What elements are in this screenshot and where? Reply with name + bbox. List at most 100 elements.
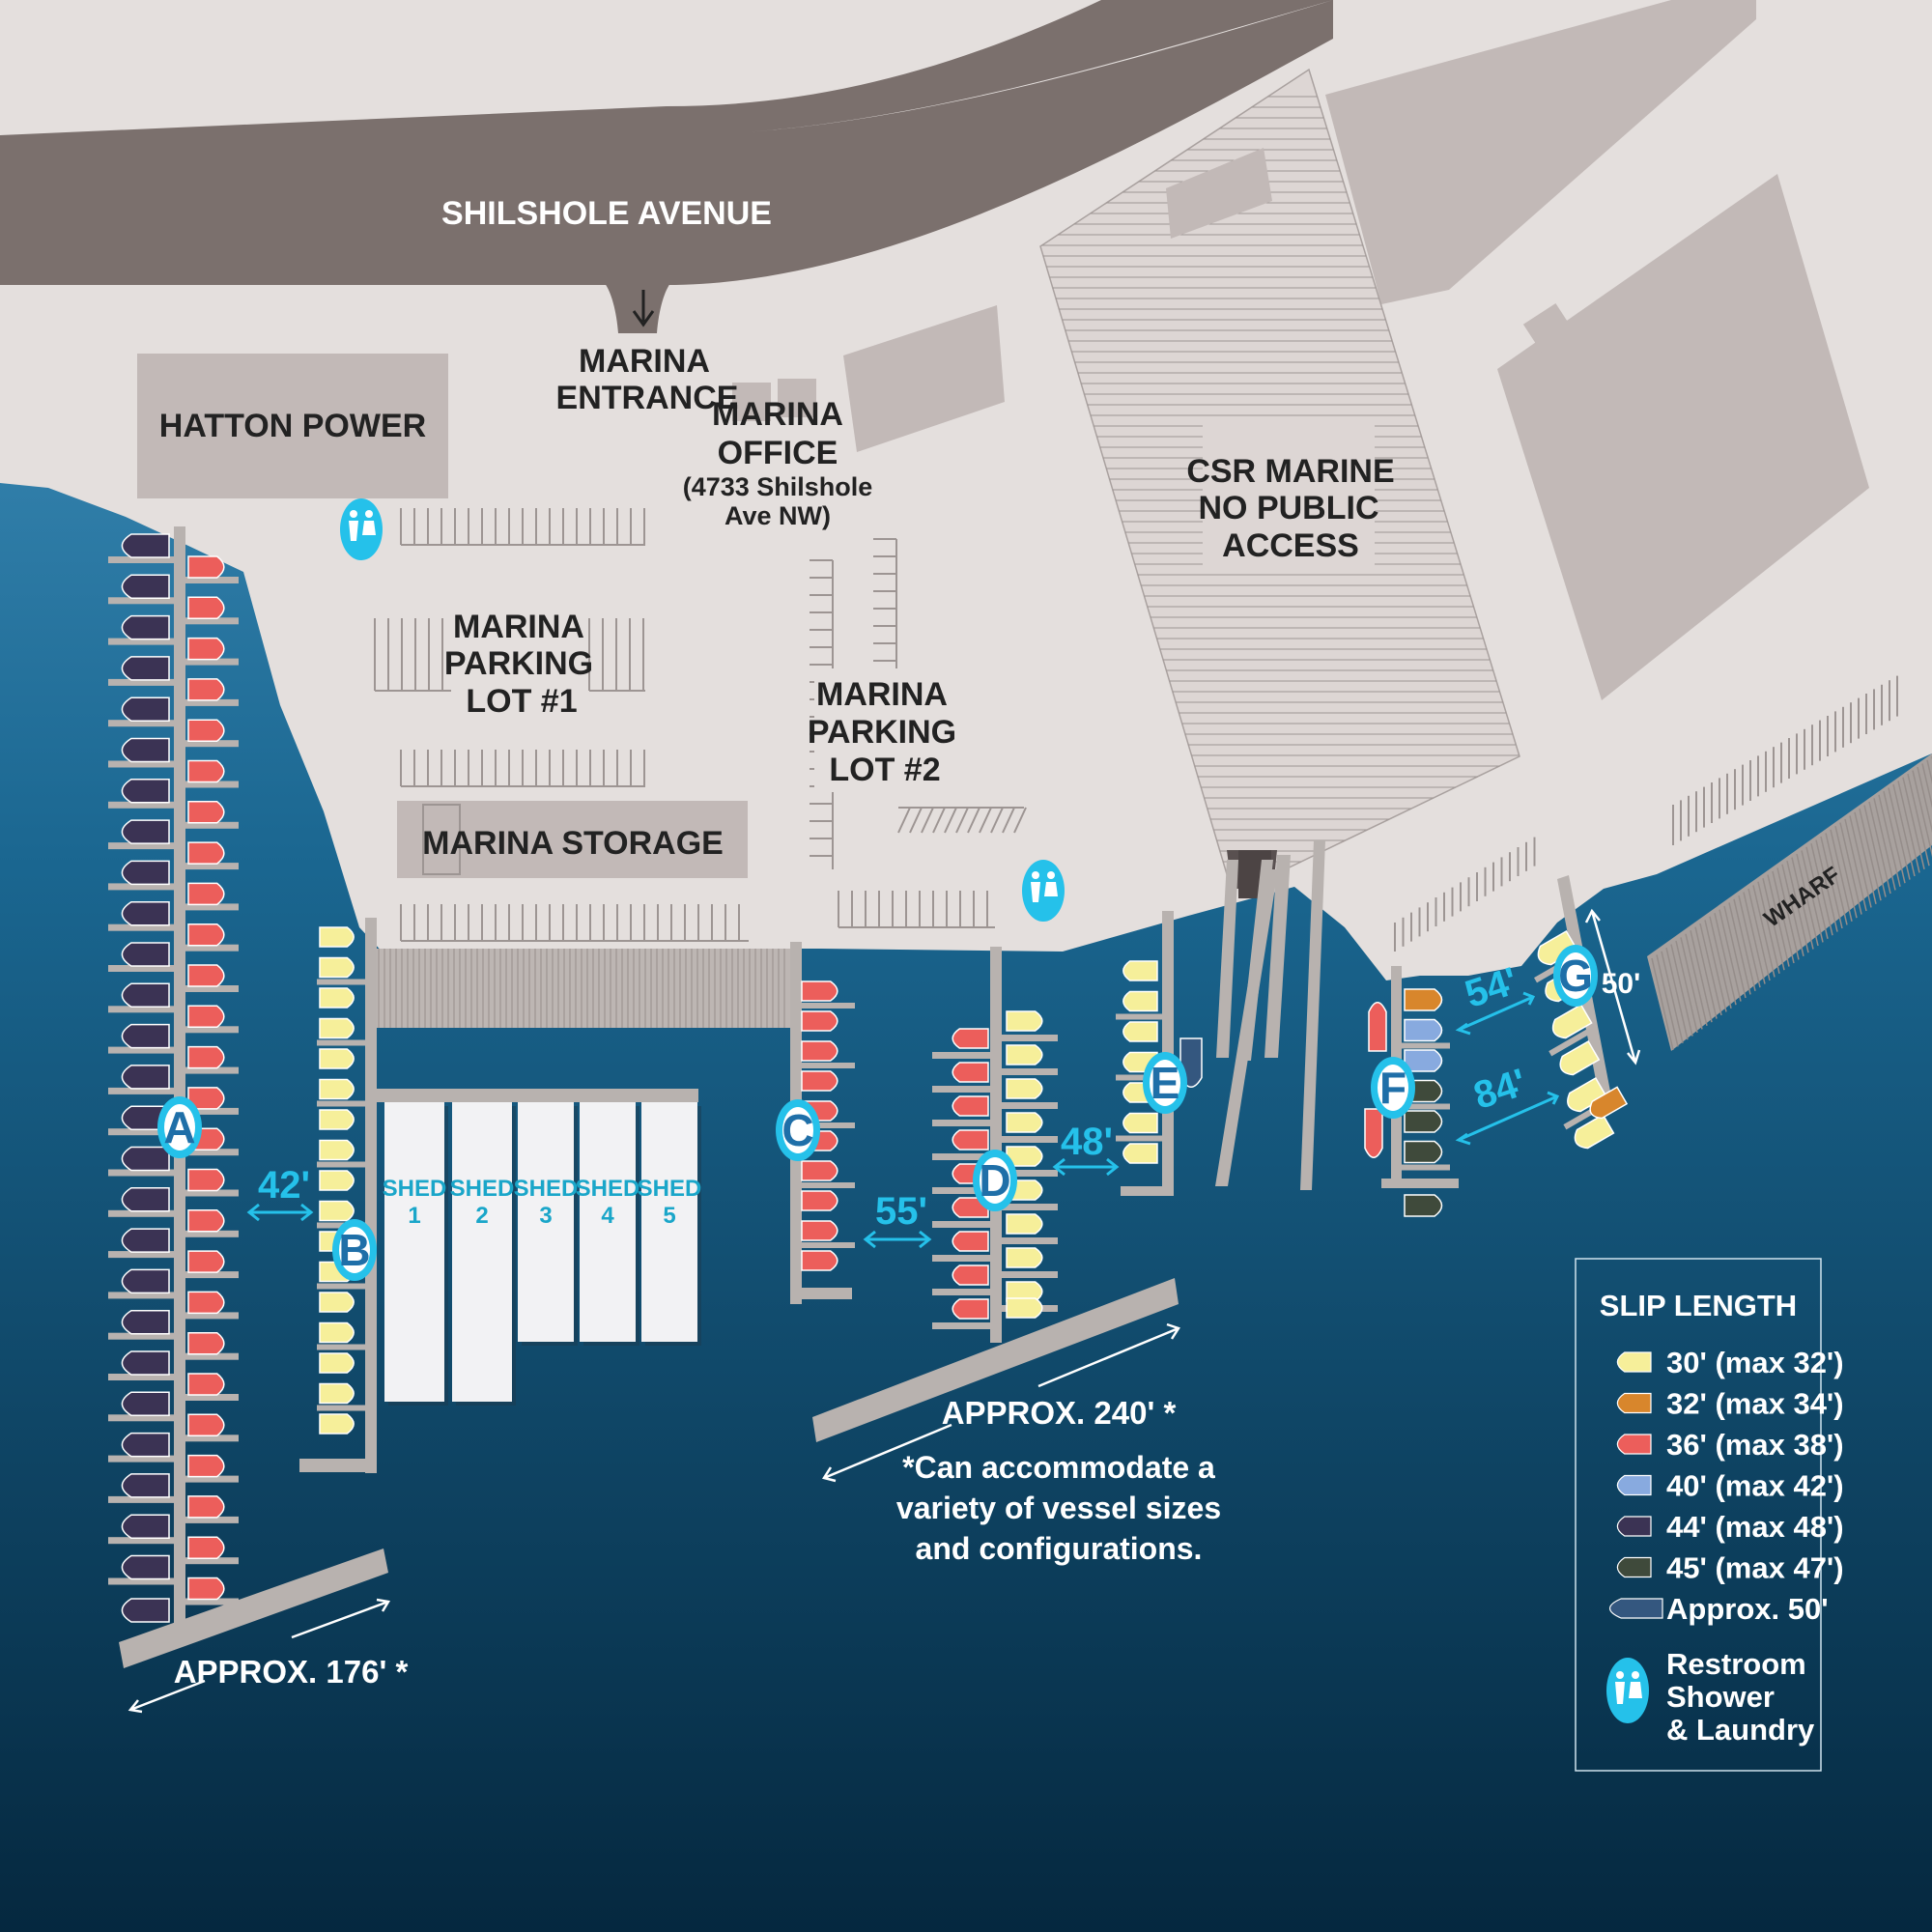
parking-2-label-box	[814, 668, 950, 792]
legend-swatch-0	[1616, 1351, 1652, 1373]
dock-e-foot	[1121, 1186, 1174, 1196]
dock-e-badge-inner	[1150, 1060, 1180, 1106]
office-label-3: (4733 Shilshole	[683, 472, 873, 501]
dock-g-badge-inner	[1560, 952, 1591, 999]
restroom-legend-icon	[1606, 1658, 1649, 1723]
slip-36-boat	[801, 1220, 838, 1241]
slip-36-boat	[801, 1190, 838, 1211]
dock-a-finger-east	[185, 1435, 239, 1442]
dock-c-letter: C	[781, 1105, 813, 1155]
dock-b-letter: B	[338, 1225, 370, 1275]
slip-36-boat	[187, 1577, 225, 1601]
g-length-label: 50'	[1602, 968, 1641, 1000]
dock-d-finger-west	[932, 1289, 990, 1295]
parking-2-label-3: LOT #2	[829, 752, 940, 788]
slip-36-boat	[187, 1209, 225, 1233]
slip-30-boat	[1006, 1078, 1043, 1099]
legend-swatch-1	[1616, 1392, 1652, 1414]
wharf-plank	[1907, 774, 1930, 867]
entrance-arrow-icon	[632, 290, 655, 327]
dock-a-finger-east	[185, 1149, 239, 1156]
dock-g-finger	[1548, 1027, 1594, 1057]
slip-44-boat	[121, 574, 170, 600]
dock-d-finger-west	[932, 1153, 990, 1160]
dock-a-finger-west	[108, 883, 174, 891]
restroom-icon-dock[interactable]	[1022, 860, 1065, 922]
slip-36-boat	[187, 1536, 225, 1559]
wharf-plank	[1897, 781, 1920, 873]
csr-marine-building	[1166, 148, 1272, 239]
slip-30-boat	[319, 1170, 355, 1191]
slip-44-boat	[121, 696, 170, 722]
wharf-plank	[1661, 951, 1684, 1043]
slip-44-boat	[121, 1309, 170, 1335]
slip-36-boat	[187, 1454, 225, 1478]
restroom-icon-parking[interactable]	[340, 498, 383, 560]
building-northeast	[1325, 0, 1756, 304]
slip-44-boat	[121, 819, 170, 844]
distance-arrows	[246, 991, 1560, 1249]
slip-44-boat	[121, 1350, 170, 1376]
slip-30-boat	[1006, 1297, 1043, 1319]
wharf-plank	[1675, 940, 1698, 1034]
distance-d-e: 48'	[1061, 1121, 1113, 1163]
dock-a-finger-west	[108, 923, 174, 931]
shilshole-avenue-road	[0, 0, 1333, 285]
parking-stall-angled	[1002, 807, 1015, 834]
wharf-plank	[1815, 839, 1838, 932]
slip-30-boat	[319, 956, 355, 979]
slip-30-boat	[319, 1078, 355, 1100]
wharf-plank	[1844, 818, 1867, 912]
slip-30-boat	[1567, 1076, 1607, 1113]
csr-label-1: CSR MARINE	[1186, 453, 1394, 490]
distance-a-b: 42'	[258, 1164, 310, 1207]
building-east-of-office	[843, 305, 1005, 452]
dock-a-finger-west	[108, 1292, 174, 1299]
approx-arrows	[128, 1322, 1180, 1714]
slip-44-boat	[121, 737, 170, 763]
slip-36-boat	[187, 759, 225, 783]
legend-label-3: 40' (max 42')	[1666, 1469, 1844, 1503]
restroom-legend-1: Restroom	[1666, 1647, 1806, 1681]
dock-d-finger-west	[932, 1120, 990, 1126]
slip-36-boat	[187, 1168, 225, 1192]
storage-bay	[422, 804, 461, 875]
slip-36-boat	[187, 1045, 225, 1069]
slip-36-boat	[801, 1040, 838, 1062]
wharf-plank	[1685, 933, 1708, 1026]
slip-30-boat	[1006, 1213, 1043, 1235]
slip-30-boat	[1006, 1146, 1043, 1167]
slip-boat	[1404, 1110, 1443, 1133]
wharf-plank	[1878, 794, 1901, 887]
slip-30-boat	[319, 1017, 355, 1039]
slip-44-boat	[121, 1023, 170, 1049]
slip-44-boat	[121, 1473, 170, 1498]
road-label: SHILSHOLE AVENUE	[441, 195, 772, 232]
boats-layer	[121, 533, 1629, 1623]
dock-a-finger-east	[185, 658, 239, 666]
pier-long-2	[1215, 869, 1278, 1186]
dock-a-finger-west	[108, 1374, 174, 1380]
dock-d-finger-east	[1002, 1136, 1058, 1143]
csr-label-box	[1203, 425, 1375, 568]
legend-swatch-5	[1616, 1556, 1652, 1578]
distance-c-d: 55'	[875, 1190, 927, 1233]
shed-3	[518, 1102, 574, 1342]
building-east	[1497, 174, 1869, 700]
dock-b-finger	[317, 979, 365, 985]
slip-36-boat	[801, 1010, 838, 1032]
wharf-plank	[1888, 787, 1911, 880]
dock-a-finger-east	[185, 1352, 239, 1360]
dock-a-finger-west	[108, 1046, 174, 1054]
dock-a-finger-east	[185, 617, 239, 625]
slip-36-boat	[187, 1413, 225, 1437]
dock-c-finger	[802, 1003, 855, 1009]
legend-swatch-2	[1616, 1434, 1652, 1455]
dock-b-finger	[317, 1344, 365, 1350]
dock-a-finger-east	[185, 698, 239, 706]
slip-30-boat	[1122, 1143, 1158, 1164]
dock-b-badge-inner	[339, 1227, 370, 1273]
legend-swatch-3	[1616, 1474, 1652, 1496]
slip-36-boat	[952, 1231, 989, 1252]
